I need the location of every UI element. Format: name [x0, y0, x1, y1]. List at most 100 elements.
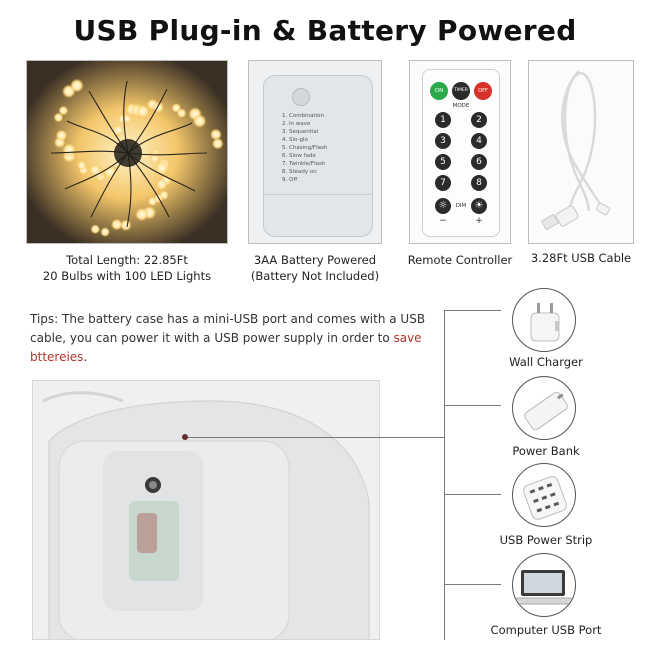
digit-label: 1: [440, 115, 446, 125]
laptop-icon: [514, 570, 575, 605]
usb-power-strip-thumb: [512, 463, 576, 527]
computer-usb-port-label: Computer USB Port: [490, 623, 602, 637]
remote-digit-button: 2: [471, 112, 487, 128]
remote-digit-button: 6: [471, 154, 487, 170]
led-bulb: [90, 224, 101, 235]
led-bulb: [176, 108, 187, 119]
led-bulb: [55, 129, 68, 142]
connector-line: [444, 310, 445, 640]
led-bulb: [119, 219, 132, 232]
battery-case-closeup-photo: [32, 380, 380, 640]
battery-case-lid-seam: [264, 194, 372, 195]
remote-digit-button: 5: [435, 154, 451, 170]
mode-item: 1. Combination: [282, 113, 324, 119]
led-bulb: [76, 160, 87, 171]
led-bulb: [69, 78, 84, 93]
branch-line: [444, 310, 501, 311]
mode-item: 4. Slo-glo: [282, 137, 308, 143]
digit-label: 7: [440, 178, 446, 188]
led-bulb: [134, 207, 149, 222]
mode-item: 2. In wave: [282, 121, 311, 127]
wall-charger-thumb: [512, 288, 576, 352]
caption-line: Remote Controller: [407, 253, 513, 267]
led-bulb: [192, 114, 207, 129]
power-bank-label: Power Bank: [512, 444, 580, 458]
caption-line: (Battery Not Included): [250, 269, 380, 283]
battery-case-caption: 3AA Battery Powered (Battery Not Include…: [238, 252, 392, 284]
dim-down-icon: ☼: [435, 198, 451, 214]
usb-cable-caption: 3.28Ft USB Cable: [518, 250, 644, 266]
mode-item: 7. Twinkle/Flash: [282, 161, 326, 167]
tips-text: Tips: The battery case has a mini-USB po…: [30, 310, 440, 367]
digit-label: 4: [476, 136, 482, 146]
mode-item: 8. Steady on: [282, 169, 317, 175]
tips-highlight: save bttereies: [30, 331, 422, 364]
mode-item: 5. Chasing/Flash: [282, 145, 328, 151]
battery-case-button: [292, 88, 310, 106]
led-bulb: [100, 227, 111, 237]
page-title: USB Plug-in & Battery Powered: [73, 14, 577, 47]
battery-case-photo: 1. Combination 2. In wave 3. Sequential …: [248, 60, 382, 244]
digit-label: 3: [440, 136, 446, 146]
caption-line: 20 Bulbs with 100 LED Lights: [42, 269, 212, 283]
led-bulb: [209, 128, 222, 141]
battery-case-mode-list: 1. Combination 2. In wave 3. Sequential …: [282, 112, 370, 184]
led-bulb: [149, 153, 160, 164]
caption-line: 3.28Ft USB Cable: [530, 251, 632, 265]
remote-plus-label: +: [475, 216, 483, 226]
remote-timer-button: TIMER: [452, 82, 470, 100]
mode-item: 9. Off: [282, 177, 298, 183]
remote-digit-button: 4: [471, 133, 487, 149]
remote-dim-label: DIM: [455, 203, 467, 209]
mode-item: 6. Slow fade: [282, 153, 316, 159]
led-bulb: [155, 178, 168, 191]
digit-label: 5: [440, 157, 446, 167]
usb-cable-icon: [541, 70, 610, 230]
led-bulb: [89, 163, 102, 176]
remote-minus-label: −: [439, 216, 447, 226]
usb-port-marker: [182, 434, 188, 440]
remote-digit-button: 1: [435, 112, 451, 128]
remote-digit-button: 8: [471, 175, 487, 191]
digit-label: 6: [476, 157, 482, 167]
caption-line: Total Length: 22.85Ft: [66, 253, 188, 267]
usb-power-strip-label: USB Power Strip: [499, 533, 593, 547]
dim-up-icon: ☀: [471, 198, 487, 214]
usb-cable-photo: [528, 60, 634, 244]
remote-digit-button: 3: [435, 133, 451, 149]
led-bulb: [211, 137, 224, 150]
led-lights-photo: [26, 60, 228, 244]
led-bulb: [147, 196, 158, 207]
digit-label: 2: [476, 115, 482, 125]
led-bulb: [62, 143, 77, 157]
pointer-line: [186, 437, 444, 438]
led-bulb: [152, 101, 165, 114]
power-bank-icon: [524, 391, 568, 431]
wall-charger-label: Wall Charger: [509, 355, 583, 369]
remote-off-button: OFF: [474, 82, 492, 100]
led-wreath-icon: [27, 61, 227, 243]
remote-controller-photo: ON TIMER OFF MODE 1 2 3 4 5 6 7 8 ☼ DIM …: [409, 60, 511, 244]
remote-mode-label: MODE: [452, 103, 470, 109]
battery-case-body: 1. Combination 2. In wave 3. Sequential …: [263, 75, 373, 237]
remote-off-label: OFF: [478, 88, 488, 94]
branch-line: [444, 584, 501, 585]
battery-case-closeup-icon: [33, 381, 379, 639]
branch-line: [444, 494, 501, 495]
caption-line: 3AA Battery Powered: [253, 253, 377, 267]
branch-line: [444, 405, 501, 406]
led-lights-caption: Total Length: 22.85Ft 20 Bulbs with 100 …: [26, 252, 228, 284]
remote-controller-caption: Remote Controller: [395, 252, 525, 268]
power-bank-thumb: [512, 376, 576, 440]
remote-on-button: ON: [430, 82, 448, 100]
remote-on-label: ON: [434, 88, 444, 94]
led-bulb: [110, 218, 123, 231]
led-bulb: [135, 104, 150, 119]
tips-body: Tips: The battery case has a mini-USB po…: [30, 312, 426, 345]
led-bulb: [58, 105, 69, 116]
mode-item: 3. Sequential: [282, 129, 319, 135]
remote-body: ON TIMER OFF MODE 1 2 3 4 5 6 7 8 ☼ DIM …: [422, 69, 500, 237]
led-bulb: [53, 112, 64, 123]
led-bulb: [112, 124, 125, 136]
led-bulb: [154, 161, 169, 176]
